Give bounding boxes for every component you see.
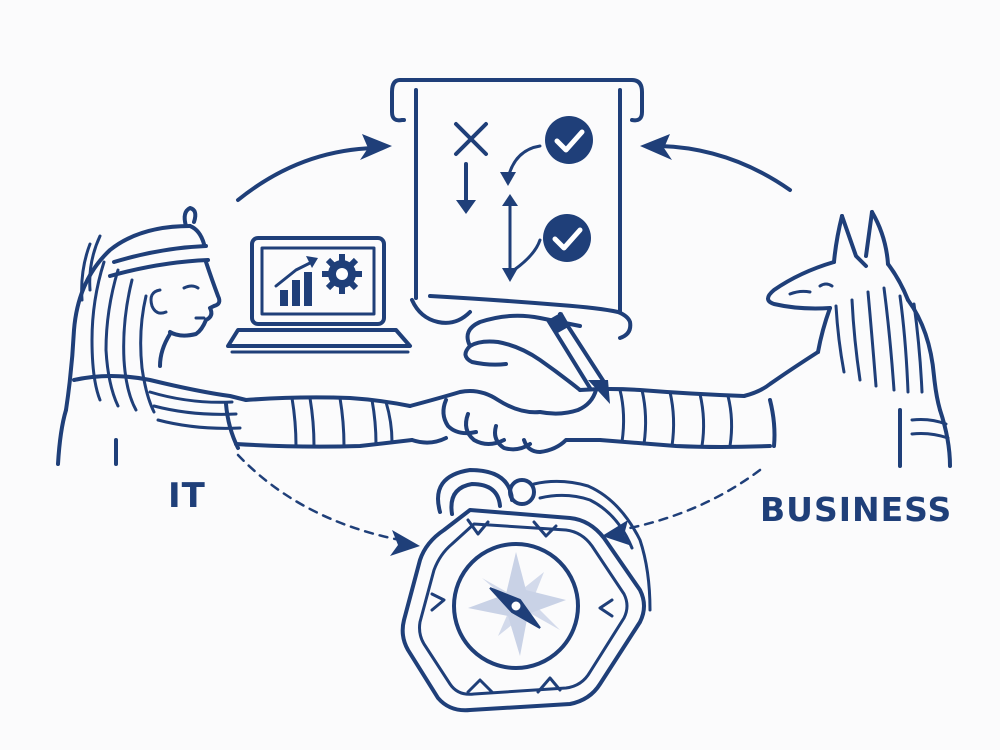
scroll-plan-icon (390, 78, 644, 340)
compass-icon (400, 468, 652, 713)
handshake-icon (408, 312, 610, 454)
arrow-business-to-plan (640, 134, 792, 192)
it-label: IT (168, 476, 206, 516)
dashed-arrow-business-to-compass (602, 468, 762, 546)
laptop-icon (226, 236, 412, 354)
arrow-it-to-plan (236, 134, 392, 202)
pharaoh-figure (56, 206, 414, 466)
business-label: BUSINESS (760, 490, 953, 529)
gear-icon (322, 254, 362, 294)
anubis-figure (578, 210, 952, 468)
dashed-arrow-it-to-compass (236, 453, 420, 556)
